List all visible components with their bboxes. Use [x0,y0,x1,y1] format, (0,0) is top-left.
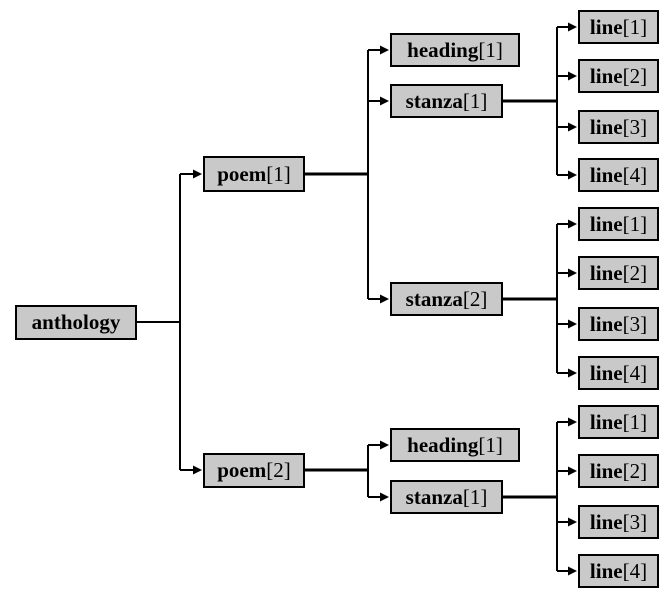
node-label-name: line [589,63,623,88]
node-label-index: [1] [462,484,488,509]
node-poem1-stanza-1: stanza[1] [390,84,503,118]
node-poem1-stanza1-line-2: line[2] [578,59,659,93]
node-poem1-stanza1-line-4: line[4] [578,158,659,192]
node-label-name: line [589,311,623,336]
node-label-name: stanza [405,286,463,311]
node-label-name: stanza [405,484,463,509]
node-label-name: anthology [31,310,121,334]
arrowhead-icon [380,294,389,304]
arrowhead-icon [568,466,577,476]
arrowhead-icon [193,465,202,475]
node-label-name: heading [407,432,479,457]
node-label-index: [4] [622,360,648,385]
node-label-name: line [589,509,623,534]
node-label-index: [2] [622,458,648,483]
node-label-name: poem [217,458,267,482]
arrowhead-icon [568,219,577,229]
node-label-name: line [589,260,623,285]
node-poem1-stanza2-line-4: line[4] [578,356,659,390]
arrowhead-icon [568,268,577,278]
arrowhead-icon [568,319,577,329]
node-label-name: line [589,162,623,187]
arrowheads [193,22,577,576]
node-poem2-stanza1-line-3: line[3] [578,505,659,539]
node-poem1-stanza2-line-3: line[3] [578,307,659,341]
node-label-index: [1] [462,88,488,113]
node-poem1-stanza-2: stanza[2] [390,282,503,316]
arrowhead-icon [568,566,577,576]
node-poem2-stanza1-line-2: line[2] [578,454,659,488]
node-label-name: line [589,360,623,385]
node-label-name: line [589,114,623,139]
node-poem-2: poem[2] [203,453,305,488]
node-label-index: [4] [622,558,648,583]
node-label-index: [2] [266,458,291,482]
arrowhead-icon [568,71,577,81]
arrowhead-icon [193,169,202,179]
node-label-name: poem [217,161,267,186]
node-label-index: [3] [622,509,648,534]
node-label-name: line [589,558,623,583]
node-label-name: stanza [405,88,463,113]
node-label-name: line [589,211,623,236]
arrowhead-icon [380,492,389,502]
node-label-index: [4] [622,162,648,187]
node-label-index: [1] [266,161,291,186]
node-label-index: [2] [622,63,648,88]
node-label-index: [3] [622,114,648,139]
node-poem2-heading-1: heading[1] [390,428,520,462]
arrowhead-icon [568,170,577,180]
node-poem2-stanza-1: stanza[1] [390,480,503,514]
arrowhead-icon [380,96,389,106]
arrowhead-icon [568,517,577,527]
arrowhead-icon [568,22,577,32]
node-poem1-stanza2-line-2: line[2] [578,256,659,290]
arrowhead-icon [568,122,577,132]
node-label-index: [1] [622,409,648,434]
arrowhead-icon [380,440,389,450]
arrowhead-icon [568,417,577,427]
arrowhead-icon [568,368,577,378]
node-poem1-stanza2-line-1: line[1] [578,207,659,241]
node-label-name: heading [407,37,479,62]
node-label-index: [3] [622,311,648,336]
node-label-index: [1] [478,37,503,62]
node-label-index: [1] [622,211,648,236]
node-poem2-stanza1-line-1: line[1] [578,405,659,439]
node-label-name: line [589,458,623,483]
node-label-index: [1] [622,14,648,39]
node-poem2-stanza1-line-4: line[4] [578,554,659,588]
node-label-index: [2] [462,286,488,311]
arrowhead-icon [380,45,389,55]
node-poem1-stanza1-line-3: line[3] [578,110,659,144]
node-poem1-stanza1-line-1: line[1] [578,10,659,44]
node-label-index: [2] [622,260,648,285]
node-anthology: anthology [15,305,137,340]
node-poem-1: poem[1] [203,156,305,192]
node-poem1-heading-1: heading[1] [390,33,520,67]
node-label-name: line [589,14,623,39]
node-label-index: [1] [478,432,503,457]
node-label-name: line [589,409,623,434]
